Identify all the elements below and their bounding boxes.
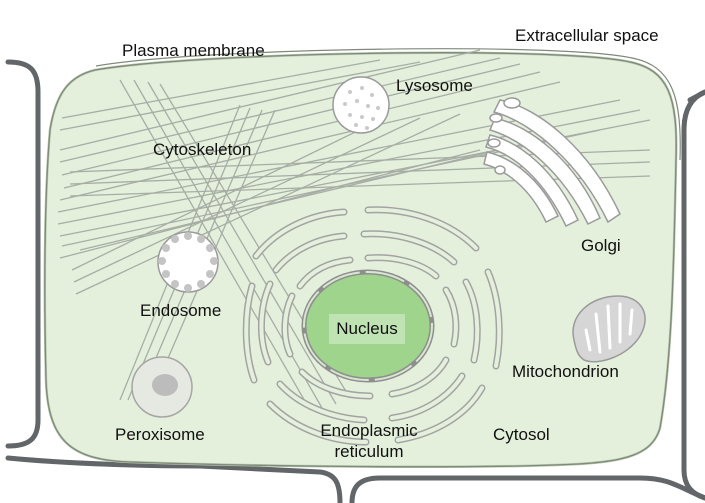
label-endosome: Endosome [140, 301, 221, 321]
label-cytoskeleton: Cytoskeleton [153, 140, 251, 160]
label-mitochondrion: Mitochondrion [512, 362, 619, 382]
label-cytosol: Cytosol [493, 425, 550, 445]
label-golgi: Golgi [581, 236, 621, 256]
label-plasma-membrane: Plasma membrane [122, 41, 265, 61]
label-extracellular-space: Extracellular space [515, 26, 659, 46]
label-peroxisome: Peroxisome [115, 425, 205, 445]
peroxisome [132, 357, 192, 417]
label-er-line1: Endoplasmic [309, 421, 429, 441]
label-er-line2: reticulum [309, 442, 429, 462]
lysosome [333, 77, 389, 133]
label-nucleus: Nucleus [329, 314, 405, 344]
label-lysosome: Lysosome [396, 76, 473, 96]
endosome [158, 232, 218, 292]
